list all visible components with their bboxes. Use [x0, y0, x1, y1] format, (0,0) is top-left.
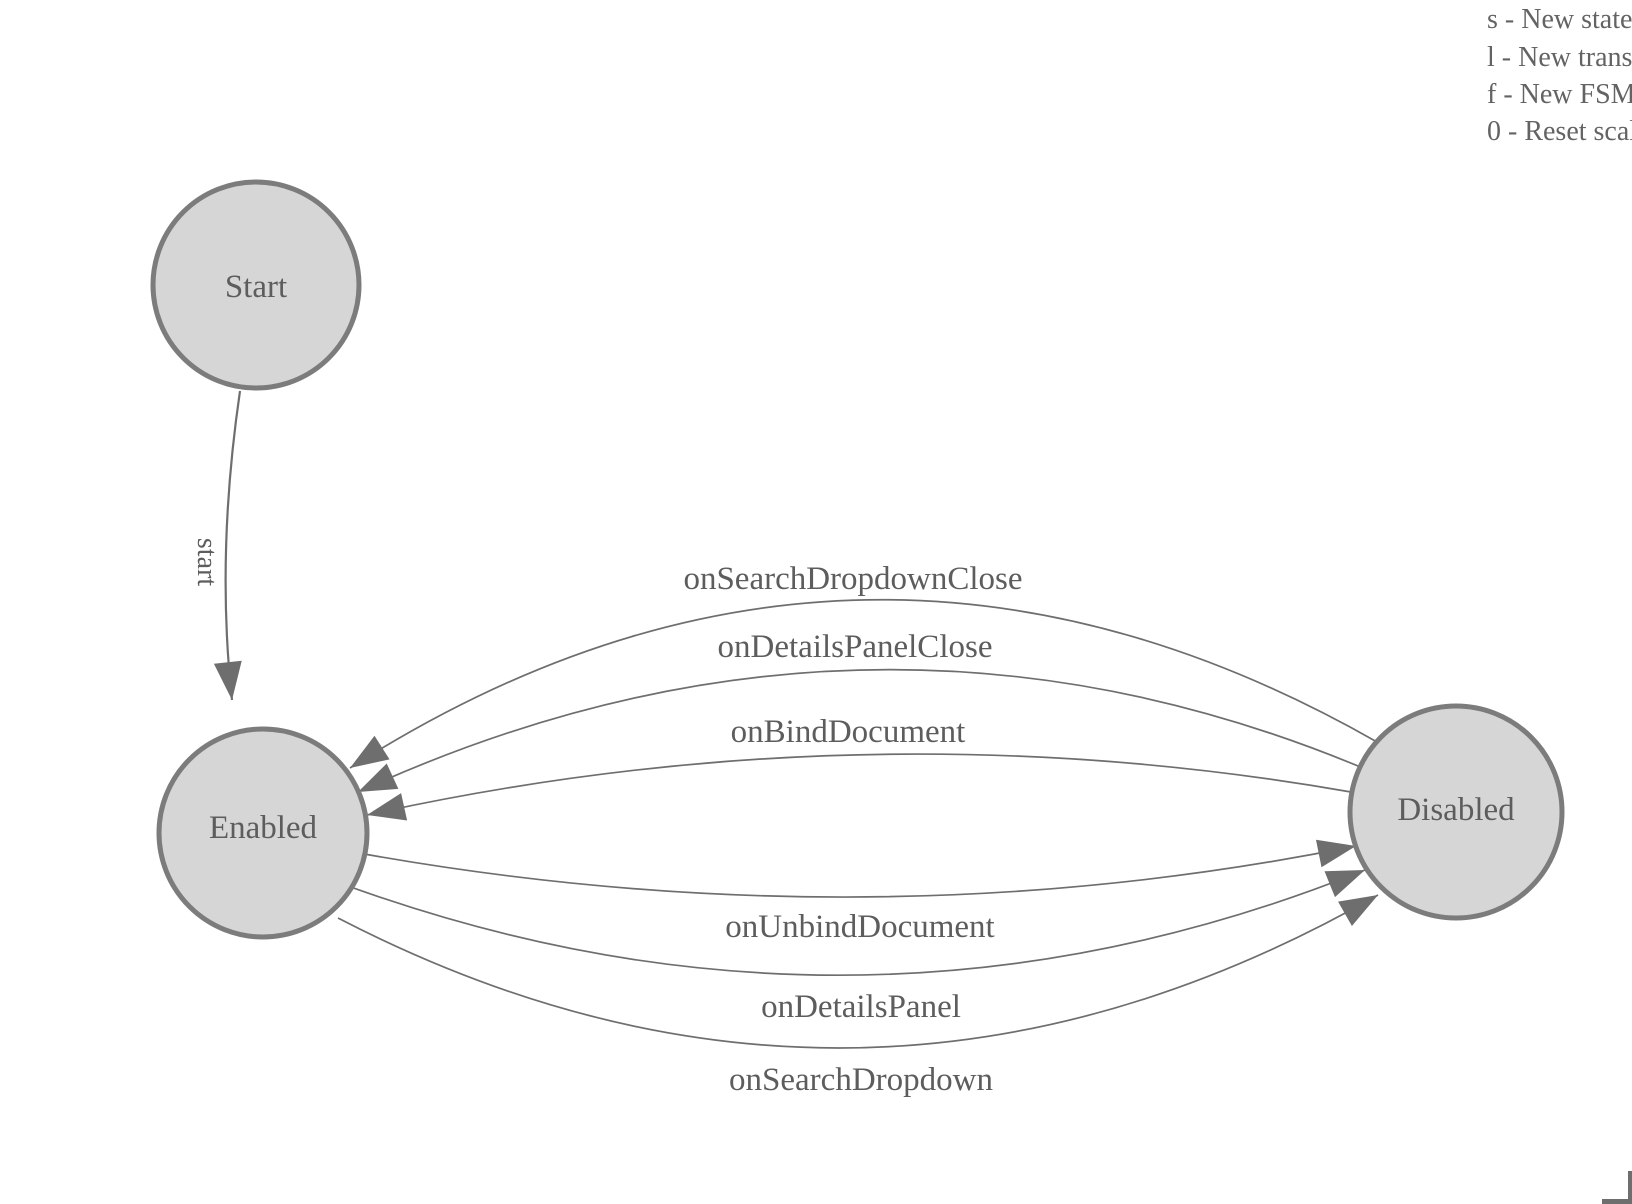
- edge-onsearchdropdownclose[interactable]: [349, 598, 1378, 769]
- legend-line-new-fsm: f - New FSM: [1487, 79, 1632, 110]
- state-start-circle[interactable]: [150, 179, 362, 391]
- legend-line-new-state: s - New state: [1487, 4, 1632, 35]
- state-start-label: Start: [225, 269, 287, 305]
- edge-onunbinddocument[interactable]: [352, 839, 1357, 898]
- states-layer: Start Enabled Disabled: [150, 179, 1565, 940]
- edge-label-onsearchdropdown[interactable]: onSearchDropdown: [729, 1062, 993, 1098]
- edge-ondetailspanelclose[interactable]: [357, 668, 1359, 793]
- edge-label-onsearchdropdownclose[interactable]: onSearchDropdownClose: [683, 561, 1022, 597]
- edge-onsearchdropdown[interactable]: [337, 894, 1379, 1049]
- state-enabled[interactable]: Enabled: [156, 726, 370, 940]
- legend-line-new-transition: l - New transition: [1487, 42, 1632, 73]
- canvas-corner-border: [1602, 1171, 1632, 1204]
- edge-labels-layer: start onSearchDropdownClose onDetailsPan…: [191, 538, 1023, 1098]
- legend-line-reset-scale: 0 - Reset scale: [1487, 116, 1632, 147]
- state-enabled-circle[interactable]: [156, 726, 370, 940]
- edge-label-onbinddocument[interactable]: onBindDocument: [731, 714, 966, 750]
- edge-label-ondetailspanel[interactable]: onDetailsPanel: [761, 989, 961, 1025]
- state-disabled-label: Disabled: [1397, 792, 1515, 828]
- state-disabled-circle[interactable]: [1347, 703, 1565, 921]
- edge-start-to-enabled[interactable]: [213, 390, 242, 701]
- edge-label-start[interactable]: start: [191, 538, 222, 586]
- edge-ondetailspanel[interactable]: [347, 869, 1366, 977]
- edge-onbinddocument[interactable]: [366, 753, 1352, 821]
- edge-label-onunbinddocument[interactable]: onUnbindDocument: [725, 909, 994, 945]
- edge-label-ondetailspanelclose[interactable]: onDetailsPanelClose: [718, 629, 993, 665]
- state-enabled-label: Enabled: [209, 810, 318, 846]
- shortcut-legend: s - New state l - New transition f - New…: [1487, 4, 1632, 147]
- state-disabled[interactable]: Disabled: [1347, 703, 1565, 921]
- state-start[interactable]: Start: [150, 179, 362, 391]
- edges-layer: [213, 390, 1379, 1049]
